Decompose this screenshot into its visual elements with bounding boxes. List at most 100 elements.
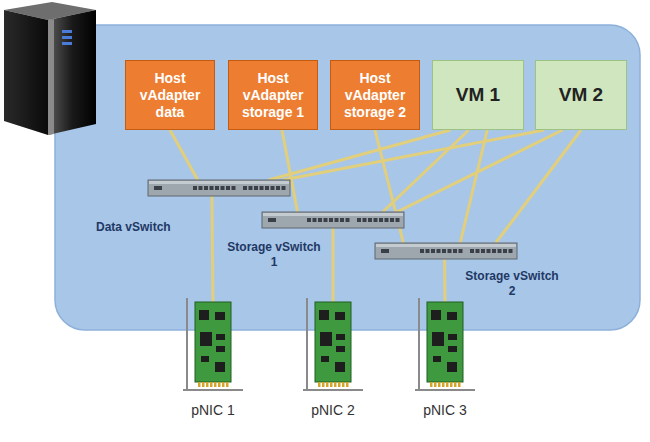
chip <box>335 312 345 320</box>
chip <box>215 362 225 372</box>
edge-connector <box>226 382 229 387</box>
nic-label: pNIC 1 <box>191 402 235 418</box>
switch-port <box>385 218 389 222</box>
switch-port <box>249 186 253 190</box>
switch-port <box>379 218 383 222</box>
switch-port <box>363 218 367 222</box>
switch-port <box>346 218 350 222</box>
switch-port <box>381 249 389 253</box>
switch-port <box>215 186 219 190</box>
edge-connector <box>446 382 449 387</box>
chip <box>448 346 457 352</box>
host-adapter-box: Host vAdapter storage 1 <box>228 60 318 130</box>
edge-connector <box>346 382 349 387</box>
switch-symbol <box>262 212 404 228</box>
switch-port <box>307 218 311 222</box>
switch-port <box>318 218 322 222</box>
edge-connector <box>438 382 441 387</box>
chip <box>431 310 441 320</box>
host-adapter-box: Host vAdapter storage 2 <box>330 60 420 130</box>
switch-port <box>503 249 507 253</box>
nic-card: pNIC 3 <box>427 302 463 388</box>
switch-port <box>470 249 474 253</box>
chip <box>216 346 225 352</box>
network-link <box>332 228 335 302</box>
edge-connector <box>338 382 341 387</box>
switch-port <box>437 249 441 253</box>
switch-port <box>459 249 463 253</box>
network-link <box>283 130 544 180</box>
switch-port <box>368 218 372 222</box>
network-link <box>397 130 563 212</box>
chip <box>433 356 441 362</box>
chip <box>336 346 345 352</box>
switch-port <box>260 186 264 190</box>
server-icon <box>4 2 96 135</box>
switch-label: Storage vSwitch 2 <box>462 269 562 299</box>
switch-port <box>276 186 280 190</box>
switch-port <box>154 186 162 190</box>
vswitch: Storage vSwitch 2 <box>375 243 517 259</box>
network-link <box>212 196 213 302</box>
switch-highlight <box>149 181 289 184</box>
switch-port <box>254 186 258 190</box>
switch-highlight <box>263 213 403 216</box>
chip <box>335 362 345 372</box>
chip <box>201 356 209 362</box>
chip <box>200 332 212 346</box>
chip <box>320 332 332 346</box>
edge-connector <box>198 382 201 387</box>
switch-port <box>193 186 197 190</box>
nic-card-symbol <box>315 302 351 388</box>
card-bracket <box>186 298 188 390</box>
switch-port <box>210 186 214 190</box>
switch-port <box>448 249 452 253</box>
edge-connector <box>434 382 437 387</box>
switch-port <box>481 249 485 253</box>
switch-port <box>492 249 496 253</box>
switch-label: Storage vSwitch 1 <box>224 240 324 270</box>
switch-port <box>374 218 378 222</box>
switch-port <box>476 249 480 253</box>
edge-connector <box>430 382 433 387</box>
network-link <box>170 130 198 180</box>
switch-port <box>509 249 513 253</box>
switch-port <box>420 249 424 253</box>
switch-port <box>313 218 317 222</box>
edge-connector <box>318 382 321 387</box>
switch-body <box>262 212 404 228</box>
box-label: Host vAdapter storage 2 <box>335 70 415 121</box>
edge-connector <box>326 382 329 387</box>
box-label: VM 1 <box>456 84 500 106</box>
switch-port <box>453 249 457 253</box>
card-bracket <box>183 389 243 391</box>
switch-port <box>226 186 230 190</box>
chip <box>432 332 444 346</box>
network-link <box>383 130 469 212</box>
circuit-board <box>315 302 351 382</box>
edge-connector <box>214 382 217 387</box>
chip <box>319 310 329 320</box>
switch-port <box>221 186 225 190</box>
host-adapter-box: Host vAdapter data <box>125 60 215 130</box>
edge-connector <box>450 382 453 387</box>
network-link <box>282 130 298 212</box>
chip <box>321 356 329 362</box>
circuit-board <box>427 302 463 382</box>
card-bracket <box>303 389 363 391</box>
switch-port <box>243 186 247 190</box>
switch-symbol <box>148 180 290 196</box>
switch-symbol <box>375 243 517 259</box>
nic-card-symbol <box>195 302 231 388</box>
chip <box>199 310 209 320</box>
vswitch: Data vSwitch <box>148 180 290 196</box>
switch-port <box>442 249 446 253</box>
vswitch: Storage vSwitch 1 <box>262 212 404 228</box>
switch-port <box>324 218 328 222</box>
switch-label: Data vSwitch <box>96 220 171 235</box>
box-label: VM 2 <box>559 84 603 106</box>
nic-label: pNIC 3 <box>423 402 467 418</box>
host-region <box>55 25 640 330</box>
